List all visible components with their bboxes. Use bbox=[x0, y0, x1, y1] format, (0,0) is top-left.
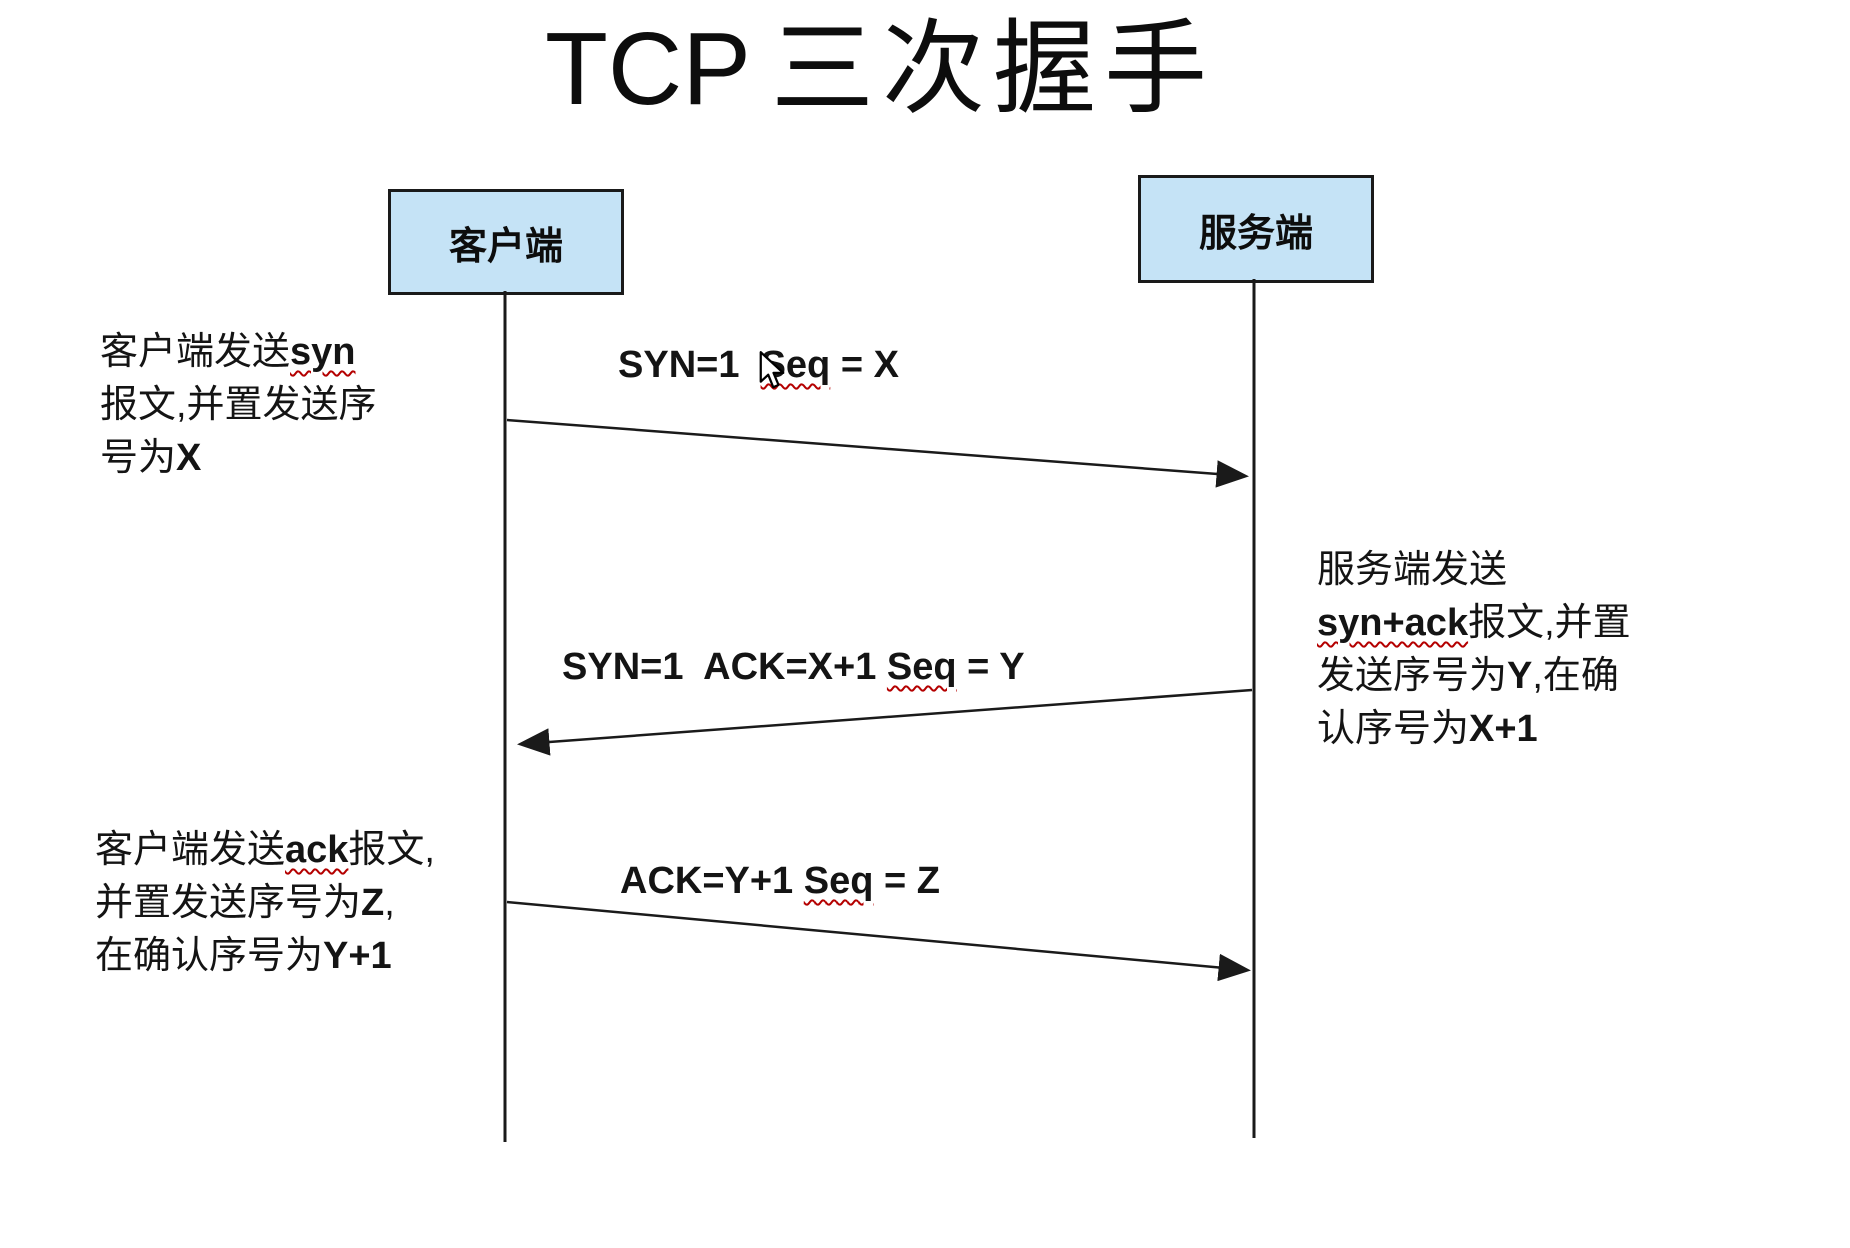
client-actor-label: 客户端 bbox=[448, 225, 563, 268]
message-label-syn-ack: SYN=1 ACK=X+1 Seq = Y bbox=[562, 646, 1025, 688]
note-line: 号为X bbox=[100, 437, 202, 479]
server-actor-box: 服务端 bbox=[1138, 175, 1374, 283]
note-line: 在确认序号为Y+1 bbox=[95, 935, 392, 977]
note-line: 发送序号为Y,在确 bbox=[1317, 655, 1619, 697]
note-line: syn+ack报文,并置 bbox=[1317, 602, 1631, 644]
message-arrow-syn-ack bbox=[517, 688, 1253, 756]
note-line: 服务端发送 bbox=[1317, 549, 1508, 591]
message-label-ack: ACK=Y+1 Seq = Z bbox=[620, 860, 940, 902]
note-client-ack: 客户端发送ack报文, 并置发送序号为Z, 在确认序号为Y+1 bbox=[95, 824, 435, 983]
note-server-syn-ack: 服务端发送 syn+ack报文,并置 发送序号为Y,在确 认序号为X+1 bbox=[1317, 544, 1631, 756]
server-actor-label: 服务端 bbox=[1198, 212, 1313, 255]
message-arrow-ack bbox=[506, 900, 1251, 982]
note-line: 客户端发送syn bbox=[100, 331, 356, 373]
note-client-syn: 客户端发送syn 报文,并置发送序 号为X bbox=[100, 326, 377, 485]
note-line: 并置发送序号为Z, bbox=[95, 882, 395, 924]
diagram-title-cjk: 三次握手 bbox=[771, 9, 1215, 129]
note-line: 认序号为X+1 bbox=[1317, 708, 1538, 750]
mouse-pointer-icon bbox=[759, 351, 785, 389]
diagram-title-latin: TCP bbox=[545, 11, 751, 126]
note-line: 报文,并置发送序 bbox=[100, 384, 377, 426]
note-line: 客户端发送ack报文, bbox=[95, 829, 435, 871]
message-arrow-syn bbox=[506, 418, 1249, 488]
